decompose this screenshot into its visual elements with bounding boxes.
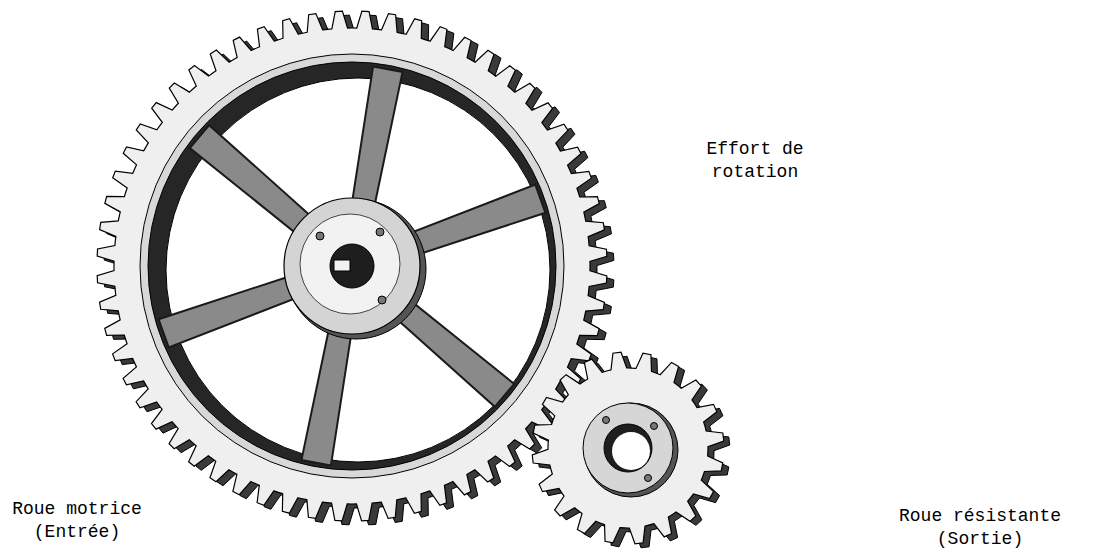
bore-light bbox=[612, 432, 650, 470]
hub-shadow bbox=[584, 403, 678, 497]
part-label: Roue résistante (Sortie) bbox=[880, 505, 1080, 551]
gear-hub bbox=[284, 198, 420, 334]
hub-face bbox=[300, 214, 400, 314]
gear-teeth bbox=[532, 352, 723, 543]
part-label: Effort de rotation bbox=[690, 138, 820, 184]
part-label: Roue motrice (Entrée) bbox=[2, 498, 152, 544]
hub-screw bbox=[603, 417, 610, 424]
hub-screw bbox=[645, 475, 652, 482]
gear-teeth bbox=[97, 11, 607, 521]
hub-screw bbox=[316, 232, 324, 240]
hub-screw bbox=[378, 296, 386, 304]
gear-rim bbox=[140, 54, 564, 478]
hub-screw bbox=[651, 423, 658, 430]
hub-screw bbox=[376, 228, 384, 236]
shaft-bore bbox=[604, 424, 652, 472]
gear-opening bbox=[166, 78, 550, 462]
gear-hub bbox=[583, 403, 673, 493]
shaft-key bbox=[334, 260, 350, 271]
driving-gear bbox=[97, 11, 614, 525]
gear-spoke bbox=[350, 67, 402, 219]
driven-gear bbox=[532, 352, 729, 547]
shaft-bore bbox=[330, 244, 374, 288]
rim-shadow bbox=[148, 62, 556, 470]
